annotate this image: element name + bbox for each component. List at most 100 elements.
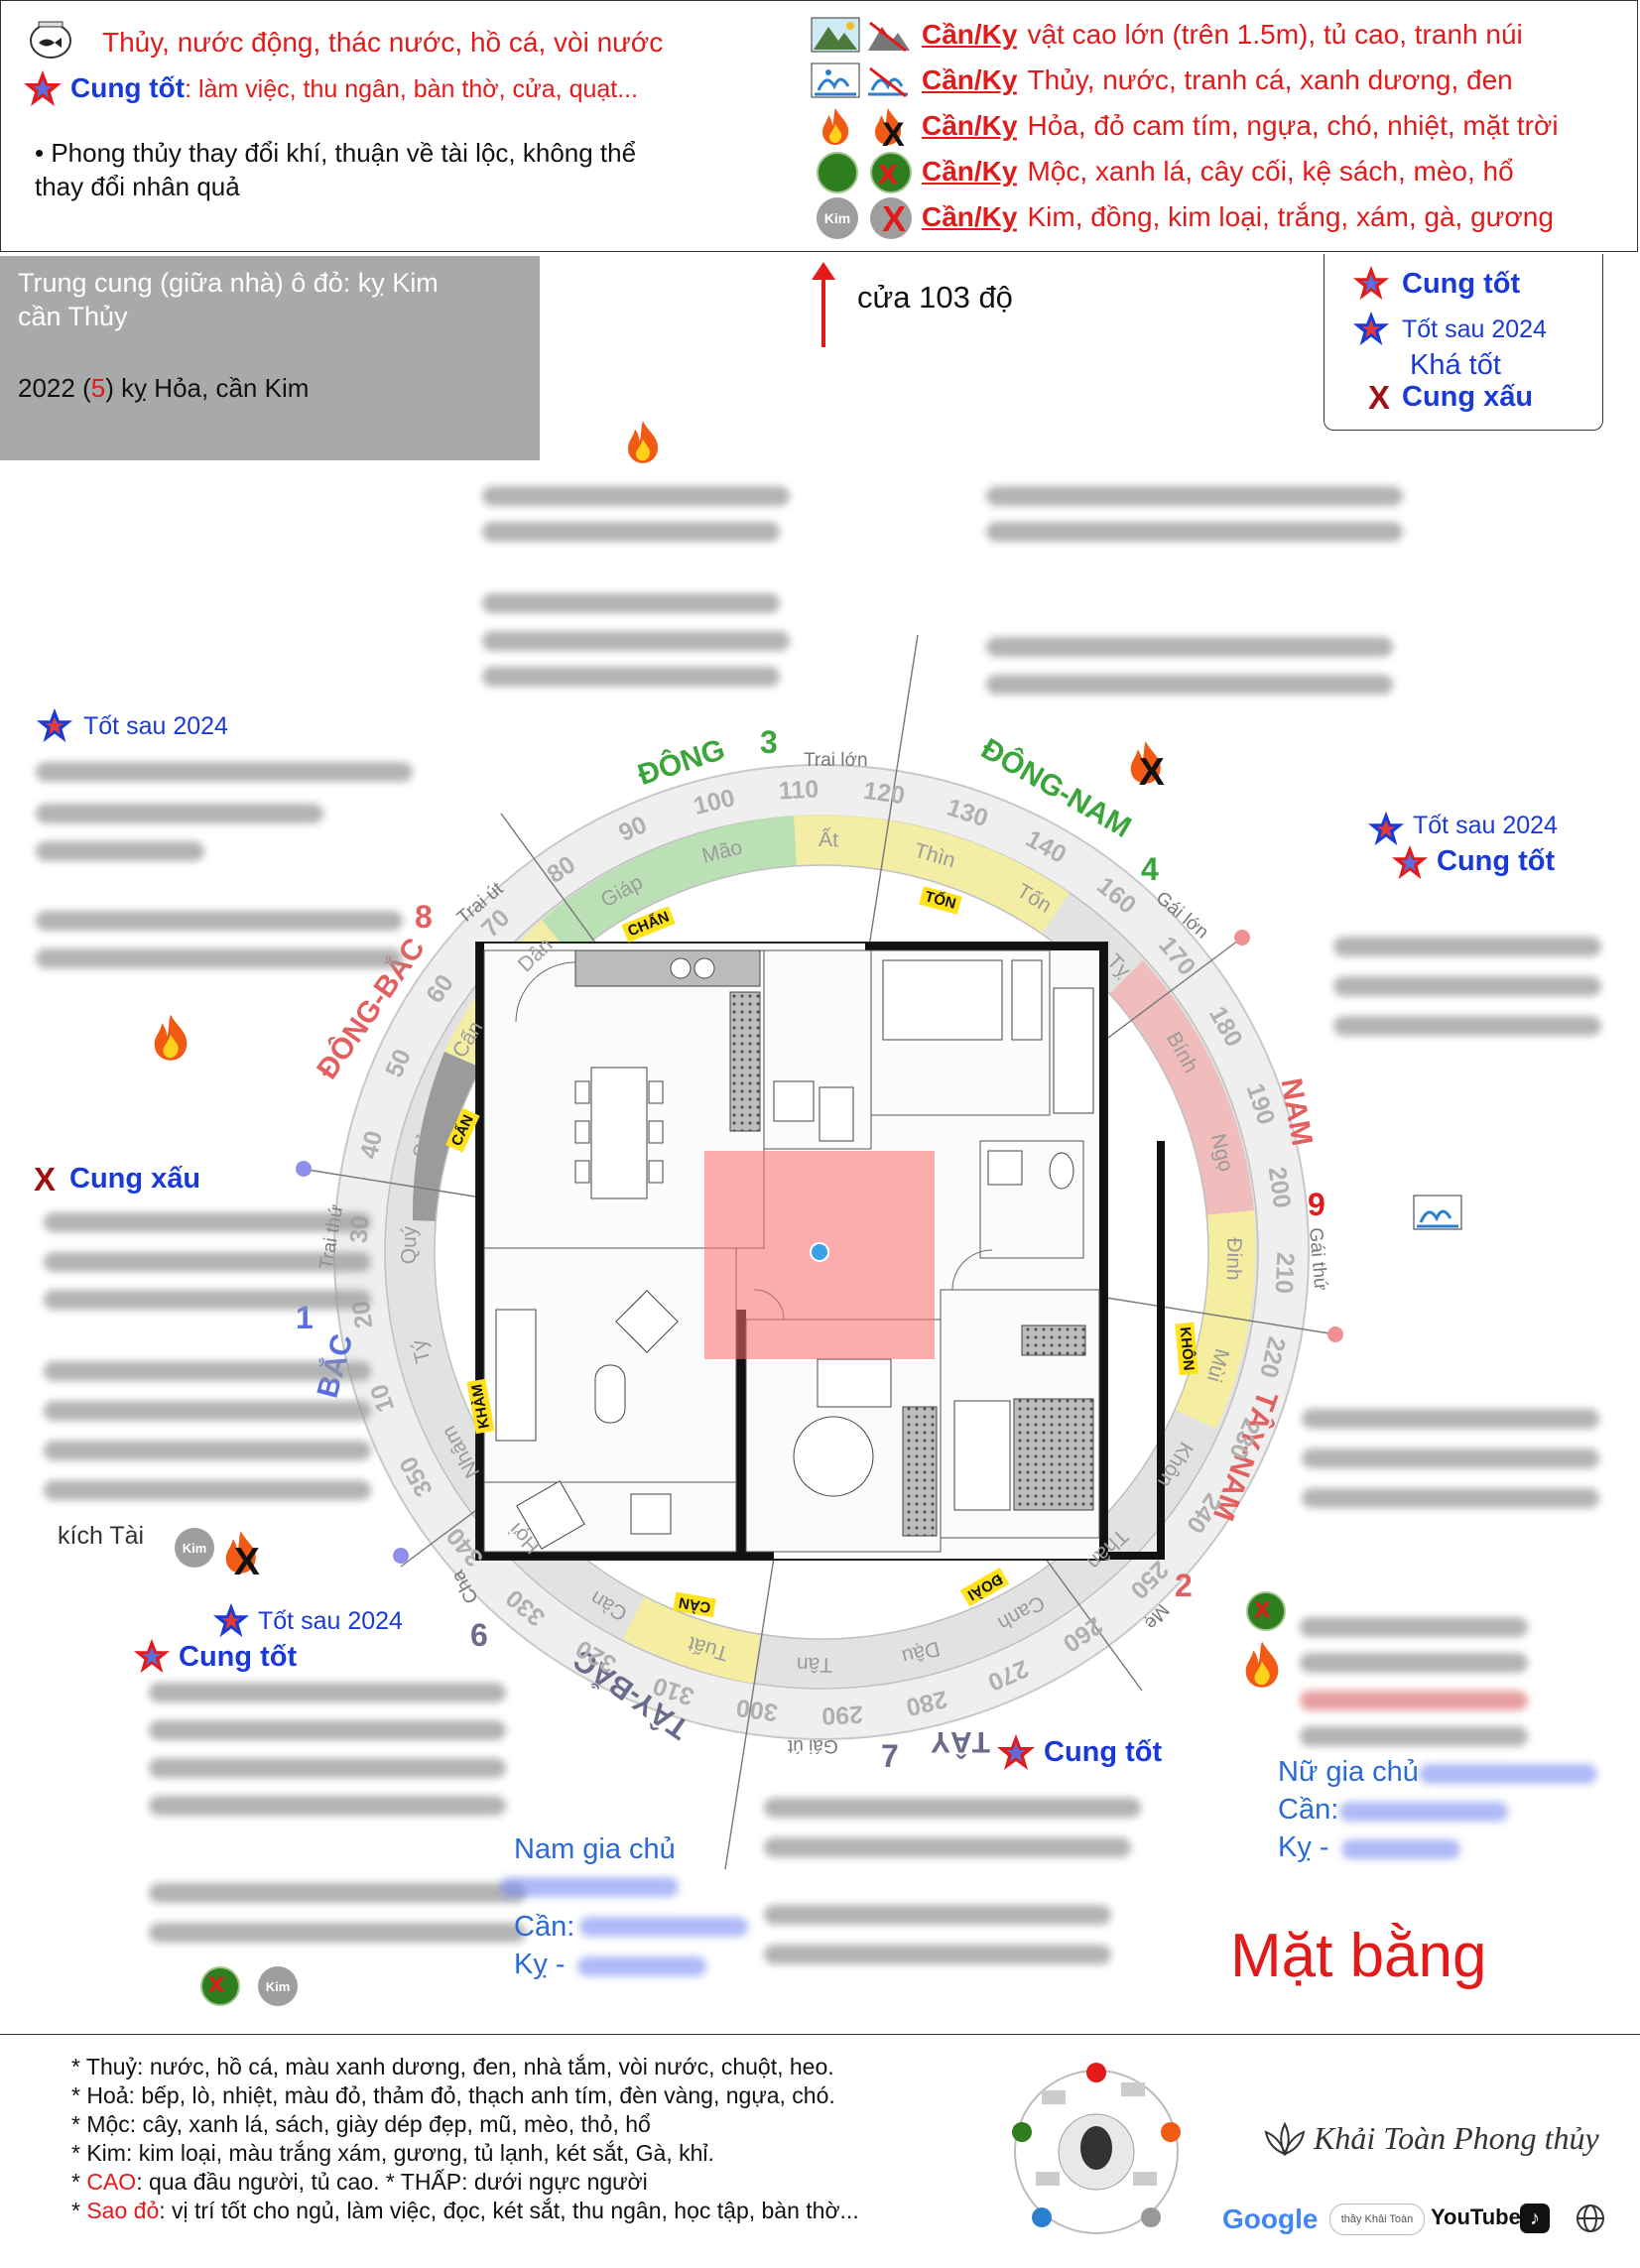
ring-degree: 250 [1124, 1555, 1174, 1604]
ring-degree: 40 [354, 1128, 389, 1162]
footer-note: * Mộc: cây, xanh lá, sách, giày dép đẹp,… [71, 2111, 651, 2137]
fishbowl-icon [30, 21, 71, 59]
floor-plan [475, 942, 1165, 1561]
blurred-text [577, 1956, 706, 1976]
label-dong-bac-num: 8 [415, 899, 433, 935]
ring-degree: 60 [421, 969, 460, 1009]
blurred-text [149, 1923, 526, 1943]
tiktok-icon[interactable]: ♪ [1520, 2204, 1550, 2233]
ring-mountain-name: Mùi [1201, 1346, 1234, 1385]
blurred-text [1333, 1016, 1601, 1036]
label-dong-num: 3 [760, 724, 778, 760]
x-mark-icon: x [208, 1966, 225, 1999]
fire-icon [628, 421, 659, 463]
ring-degree: 90 [614, 811, 652, 848]
cung-xau-e: Cung xấu [69, 1163, 201, 1195]
sector-south [1108, 960, 1254, 1215]
element-row-text: Mộc, xanh lá, cây cối, kệ sách, mèo, hổ [1027, 156, 1514, 187]
x-mark-icon: X [882, 198, 907, 239]
ring-degree: 270 [983, 1654, 1033, 1698]
mountain-icon [811, 17, 860, 53]
label-nam-num: 9 [1308, 1187, 1325, 1222]
ring-degree: 220 [1253, 1334, 1291, 1382]
wood-crossed-icon [1246, 1591, 1286, 1631]
tot-sau-se: Tốt sau 2024 [1413, 812, 1558, 839]
metal-crossed-icon [870, 197, 912, 239]
x-mark-icon: x [878, 151, 899, 191]
center-year-line: 2022 (5) kỵ Hỏa, cần Kim [18, 373, 310, 403]
blurred-text [149, 1796, 506, 1816]
red-star-icon [1352, 265, 1390, 301]
direction-dot [393, 1548, 409, 1564]
water-icon [811, 63, 860, 98]
search-box[interactable]: thầy Khải Toàn [1329, 2204, 1425, 2235]
compass-diagram [296, 634, 1343, 1870]
blurred-text [36, 948, 403, 968]
x-mark-icon: X [34, 1161, 57, 1197]
footer-note: * Thuỷ: nước, hồ cá, màu xanh dương, đen… [71, 2054, 834, 2079]
footer-notes: * Thuỷ: nước, hồ cá, màu xanh dương, đen… [71, 2053, 859, 2225]
ring-degree: 190 [1240, 1079, 1281, 1129]
ring-mountain-name: Ất [819, 827, 839, 852]
footer-panel: * Thuỷ: nước, hồ cá, màu xanh dương, đen… [0, 2034, 1640, 2268]
water-crossed-icon [868, 66, 908, 98]
blurred-text [36, 762, 413, 782]
blurred-text [149, 1883, 526, 1903]
water-icon [1413, 1195, 1462, 1230]
fire-crossed-icon: X [1130, 741, 1165, 788]
ring-degree: 340 [441, 1522, 489, 1573]
blurred-text [482, 667, 780, 687]
ring-degree: 80 [542, 849, 581, 889]
globe-icon[interactable] [1576, 2204, 1605, 2233]
blurred-text [986, 675, 1393, 694]
blurred-text [1333, 976, 1601, 996]
fire-icon [154, 1014, 188, 1061]
wood-crossed-icon [870, 152, 912, 193]
can-ky-label: Cần/Kỵ [922, 19, 1018, 50]
blurred-text [1300, 1726, 1528, 1746]
lotus-icon [1264, 2121, 1306, 2157]
red-star-icon [1391, 844, 1429, 880]
label-tay-bac-num: 6 [470, 1617, 488, 1653]
male-owner-label: Nam gia chủ [514, 1833, 676, 1865]
legend-x-icon: X [1368, 379, 1391, 416]
cung-tot-w: Cung tốt [1044, 1736, 1163, 1768]
label-tay-num: 7 [881, 1738, 899, 1774]
blurred-text [482, 522, 780, 542]
svg-text:X: X [882, 116, 905, 148]
ring-mountain-name: Tý [407, 1337, 436, 1366]
youtube-logo[interactable]: YouTube [1431, 2205, 1521, 2229]
blue-star-icon [36, 707, 73, 743]
ring-degree: 160 [1091, 871, 1142, 920]
ring-degree: 230 [1223, 1414, 1267, 1463]
direction-dot [296, 1161, 312, 1177]
blurred-text [1419, 1764, 1597, 1784]
element-row-text: Thủy, nước, tranh cá, xanh dương, đen [1027, 64, 1513, 95]
ring-degree: 130 [944, 793, 992, 833]
ring-mountain-name: Dậu [900, 1636, 943, 1668]
cung-tot-n: Cung tốt [179, 1641, 298, 1673]
blurred-text [44, 1361, 371, 1381]
blurred-text [764, 1837, 1131, 1857]
blurred-text [1302, 1409, 1599, 1429]
female-owner-ky: Kỵ - [1278, 1831, 1329, 1863]
blurred-text [44, 1290, 371, 1310]
fire-icon [1245, 1641, 1279, 1688]
sector-east [542, 816, 797, 958]
ring-degree: 300 [734, 1694, 780, 1727]
blurred-text [1300, 1653, 1528, 1673]
ring-degree: 240 [1180, 1488, 1227, 1539]
ring-degree: 110 [778, 775, 820, 806]
label-trai-lon: Trai lớn [804, 750, 868, 771]
blurred-text [36, 804, 323, 823]
blurred-text [44, 1401, 371, 1421]
label-dong-nam-num: 4 [1141, 851, 1159, 887]
footer-note-cao: * CAO: qua đầu người, tủ cao. * THẤP: dư… [71, 2169, 648, 2195]
blurred-text [764, 1945, 1111, 1964]
water-line: Thủy, nước động, thác nước, hồ cá, vòi n… [102, 27, 664, 58]
ring-degree: 310 [649, 1671, 698, 1711]
